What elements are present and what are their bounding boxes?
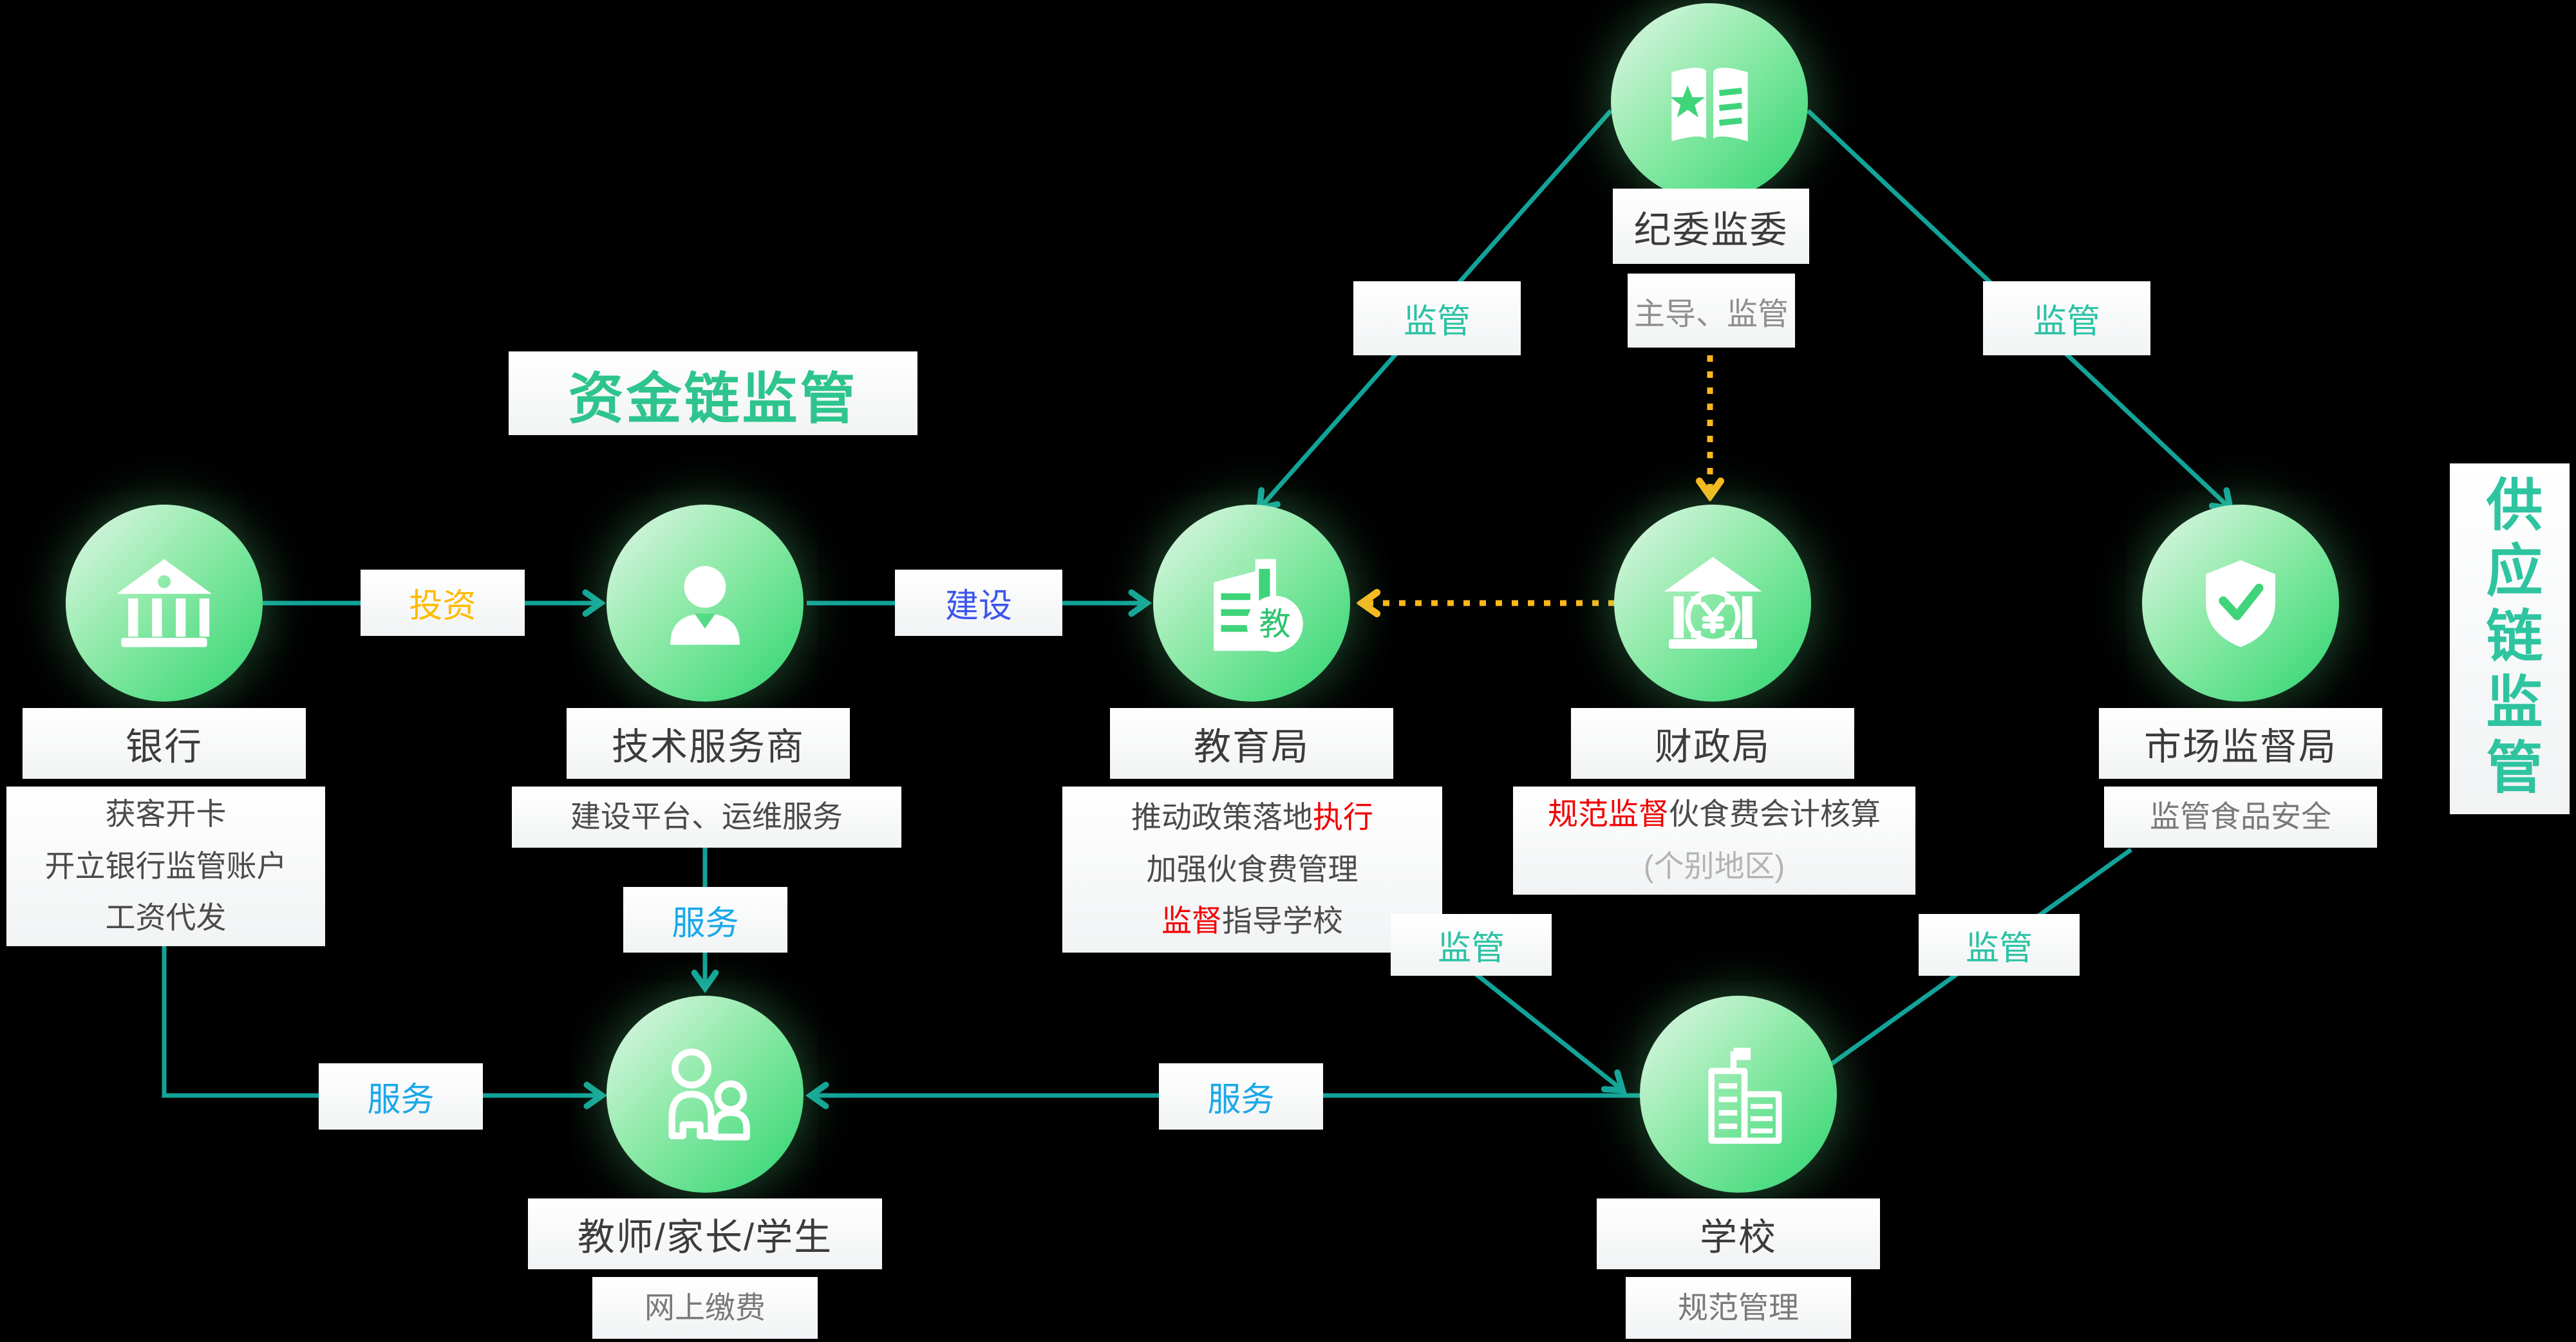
serve-school-label: 服务 [1207, 1081, 1275, 1119]
users-name: 教师/家长/学生 [577, 1216, 833, 1258]
bank-desc-box: 获客开卡 开立银行监管账户 工资代发 [6, 787, 325, 946]
tech-desc: 建设平台、运维服务 [570, 799, 843, 834]
school-desc: 规范管理 [1678, 1290, 1799, 1325]
jiwei-node-circle [1611, 3, 1808, 200]
finance-desc-line1-red: 规范监督 [1548, 797, 1669, 832]
edu-badge: 教 [1259, 606, 1290, 642]
edu-name: 教育局 [1193, 726, 1310, 768]
jiwei-name: 纪委监委 [1633, 209, 1789, 251]
bank-desc-line1: 获客开卡 [105, 796, 227, 831]
invest-label-box: 投资 [361, 570, 525, 636]
tech-node-circle [606, 505, 804, 702]
market-node-circle [2142, 505, 2339, 702]
serve-tech-label: 服务 [672, 904, 739, 942]
bank-node-circle [66, 505, 263, 702]
supervise-edu-label: 监管 [1437, 929, 1505, 967]
bank-name-box: 银行 [23, 708, 306, 779]
supply-chain-title: 供应链监管 [2478, 474, 2542, 803]
users-name-box: 教师/家长/学生 [528, 1198, 882, 1269]
build-label: 建设 [945, 588, 1012, 625]
people-icon [668, 1048, 750, 1141]
edu-desc-line1-red: 执行 [1313, 799, 1373, 834]
finance-desc-line1-text: 伙食费会计核算 [1669, 797, 1881, 832]
edu-name-box: 教育局 [1110, 708, 1393, 779]
person-icon [670, 566, 740, 645]
supervise-market-label-box: 监管 [1919, 914, 2080, 976]
edu-desc-line3-red: 监督 [1161, 904, 1222, 938]
market-name: 市场监督局 [2143, 726, 2337, 768]
school-desc-box: 规范管理 [1626, 1277, 1851, 1339]
tech-name-box: 技术服务商 [567, 708, 850, 779]
school-building-icon [1708, 1047, 1782, 1144]
edu-desc-line3-text: 指导学校 [1222, 904, 1343, 938]
edu-desc: 推动政策落地执行 加强伙食费管理 监督指导学校 [1131, 792, 1373, 947]
edu-desc-box: 推动政策落地执行 加强伙食费管理 监督指导学校 [1062, 787, 1442, 953]
edu-desc-line3: 监督指导学校 [1131, 895, 1373, 947]
invest-label: 投资 [409, 588, 476, 625]
finance-desc: 规范监督伙食费会计核算 (个别地区) [1548, 788, 1881, 893]
supervise-top-right-label: 监管 [2033, 303, 2100, 340]
supervise-top-right-label-box: 监管 [1983, 281, 2150, 355]
finance-desc-line1: 规范监督伙食费会计核算 [1548, 788, 1881, 841]
bank-desc-line2: 开立银行监管账户 [44, 848, 287, 883]
finance-desc-line2: (个别地区) [1643, 849, 1785, 883]
fund-chain-title-box: 资金链监管 [509, 351, 917, 435]
edu-desc-line2: 加强伙食费管理 [1146, 852, 1359, 886]
school-node-circle [1640, 996, 1837, 1193]
finance-name-box: 财政局 [1571, 708, 1854, 779]
finance-name: 财政局 [1654, 726, 1771, 768]
serve-bank-label: 服务 [367, 1081, 435, 1119]
serve-school-label-box: 服务 [1159, 1063, 1323, 1130]
supervise-market-label: 监管 [1965, 929, 2033, 967]
bank-desc: 获客开卡 开立银行监管账户 工资代发 [45, 788, 287, 944]
education-bureau-icon: 教 [1214, 559, 1303, 652]
build-label-box: 建设 [895, 570, 1062, 636]
bank-building-icon [117, 559, 212, 648]
school-name: 学校 [1699, 1216, 1777, 1258]
supervise-edu-label-box: 监管 [1391, 914, 1552, 976]
serve-tech-label-box: 服务 [623, 887, 787, 953]
edu-node-circle: 教 [1153, 505, 1350, 702]
market-desc: 监管食品安全 [2150, 799, 2331, 834]
jiwei-name-box: 纪委监委 [1613, 189, 1809, 264]
finance-node-circle [1614, 505, 1811, 702]
treasury-yuan-icon [1664, 556, 1762, 649]
users-desc-box: 网上缴费 [592, 1277, 818, 1339]
serve-bank-label-box: 服务 [319, 1063, 483, 1130]
market-desc-box: 监管食品安全 [2104, 787, 2377, 848]
tech-name: 技术服务商 [611, 726, 805, 768]
users-desc: 网上缴费 [644, 1290, 766, 1325]
supervise-top-left-label: 监管 [1403, 303, 1471, 340]
school-name-box: 学校 [1597, 1198, 1880, 1269]
finance-desc-box: 规范监督伙食费会计核算 (个别地区) [1513, 787, 1915, 895]
fund-chain-title: 资金链监管 [568, 368, 858, 430]
supply-chain-title-box: 供应链监管 [2450, 463, 2570, 814]
edu-desc-line1-text: 推动政策落地 [1131, 799, 1313, 834]
users-node-circle [606, 996, 804, 1193]
tech-desc-box: 建设平台、运维服务 [512, 787, 901, 848]
market-name-box: 市场监督局 [2099, 708, 2382, 779]
jiwei-note: 主导、监管 [1633, 297, 1789, 331]
supervise-top-left-label-box: 监管 [1353, 281, 1521, 355]
bank-desc-line3: 工资代发 [105, 900, 227, 935]
bank-name: 银行 [125, 726, 203, 768]
jiwei-note-box: 主导、监管 [1628, 274, 1795, 348]
book-star-icon [1669, 67, 1748, 142]
shield-check-icon [2206, 560, 2275, 648]
edu-desc-line1: 推动政策落地执行 [1131, 792, 1373, 844]
